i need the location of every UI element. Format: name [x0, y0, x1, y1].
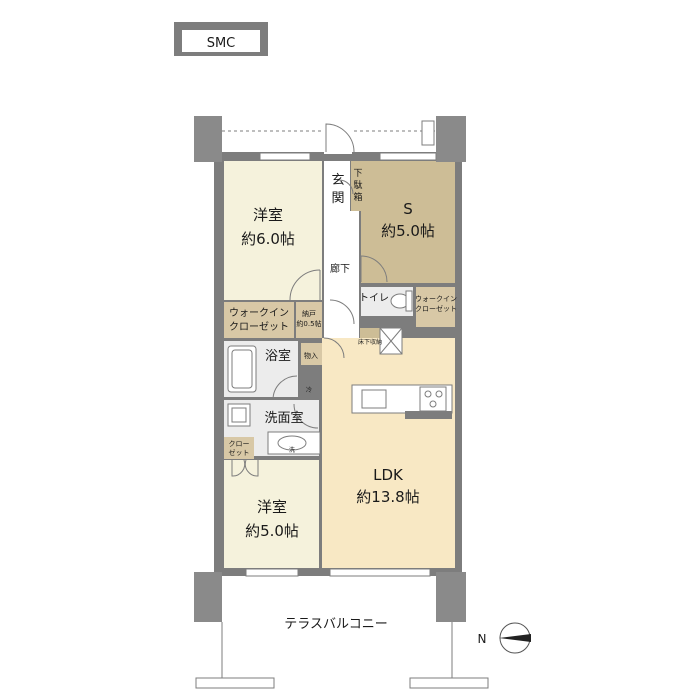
bathtub-icon [227, 345, 257, 393]
shoe-box-label-3: 箱 [353, 191, 362, 203]
washer-label: 洗 [289, 446, 295, 454]
ldk-floor [322, 338, 455, 568]
window-north-1 [259, 152, 311, 161]
storage-room-floor [361, 161, 455, 283]
storage-small-label: 物入 [304, 351, 318, 360]
pantry-label: 床下収納 [358, 338, 382, 346]
western-north-floor [224, 161, 322, 300]
front-door [324, 122, 355, 154]
western-south-name: 洋室 [257, 498, 287, 516]
entrance-floor [324, 161, 350, 211]
compass-north-label: N [478, 632, 487, 646]
washroom-label: 洗面室 [264, 410, 303, 426]
walkin-north-line1: ウォークイン [229, 307, 289, 319]
interior-doors [231, 179, 388, 477]
shoe-box-floor [351, 161, 365, 211]
shoe-box-label-1: 下 [353, 169, 362, 179]
walkin-south-floor [416, 287, 455, 327]
window-south-1 [245, 568, 299, 577]
sink-icon [227, 403, 321, 455]
toilet-label: トイレ [359, 293, 389, 304]
toilet-icon [390, 290, 413, 312]
walkin-south-line2: クローゼット [415, 304, 457, 313]
meter-room-label: SMC [207, 36, 236, 51]
pillar-se [436, 572, 466, 622]
western-north-area: 約6.0帖 [241, 230, 295, 248]
closet-floor [224, 437, 254, 459]
pillar-sw [194, 572, 222, 622]
outdoor-unit [421, 120, 435, 146]
pillar-nw [194, 116, 222, 162]
kitchen-counter [351, 384, 453, 419]
pillar-ne [436, 116, 466, 162]
hallway-label: 廊下 [330, 262, 350, 275]
closet-line1: クロー [229, 440, 250, 448]
linen-line2: 約0.5帖 [296, 319, 321, 328]
compass-icon: N [478, 622, 531, 654]
walkin-south-line1: ウォークイン [415, 295, 457, 303]
bathroom-label: 浴室 [265, 348, 291, 364]
fridge-label: 冷 [306, 386, 312, 394]
western-north-name: 洋室 [253, 206, 283, 224]
fridge-space [379, 327, 403, 355]
entrance-label-top: 玄 [331, 173, 344, 188]
meter-room: SMC [174, 22, 268, 56]
storage-small-floor [301, 343, 322, 365]
walkin-north-line2: クローゼット [229, 321, 289, 333]
entrance-label-bottom: 関 [331, 191, 344, 206]
storage-room-area: 約5.0帖 [381, 222, 435, 240]
linen-floor [296, 302, 322, 338]
closet-line2: ゼット [229, 448, 250, 457]
shoe-box-label-2: 駄 [353, 179, 362, 191]
hallway-floor [324, 211, 359, 354]
linen-line1: 納戸 [302, 309, 316, 318]
storage-room-name: S [403, 200, 413, 218]
walkin-north-floor [224, 302, 294, 338]
window-south-2 [329, 568, 431, 577]
western-south-floor [224, 460, 319, 568]
terrace-label: テラスバルコニー [284, 617, 387, 632]
ldk-name: LDK [373, 466, 404, 484]
ldk-area: 約13.8帖 [356, 488, 419, 506]
terrace-balcony [195, 622, 489, 689]
window-north-2 [379, 152, 437, 161]
western-south-area: 約5.0帖 [245, 522, 299, 540]
